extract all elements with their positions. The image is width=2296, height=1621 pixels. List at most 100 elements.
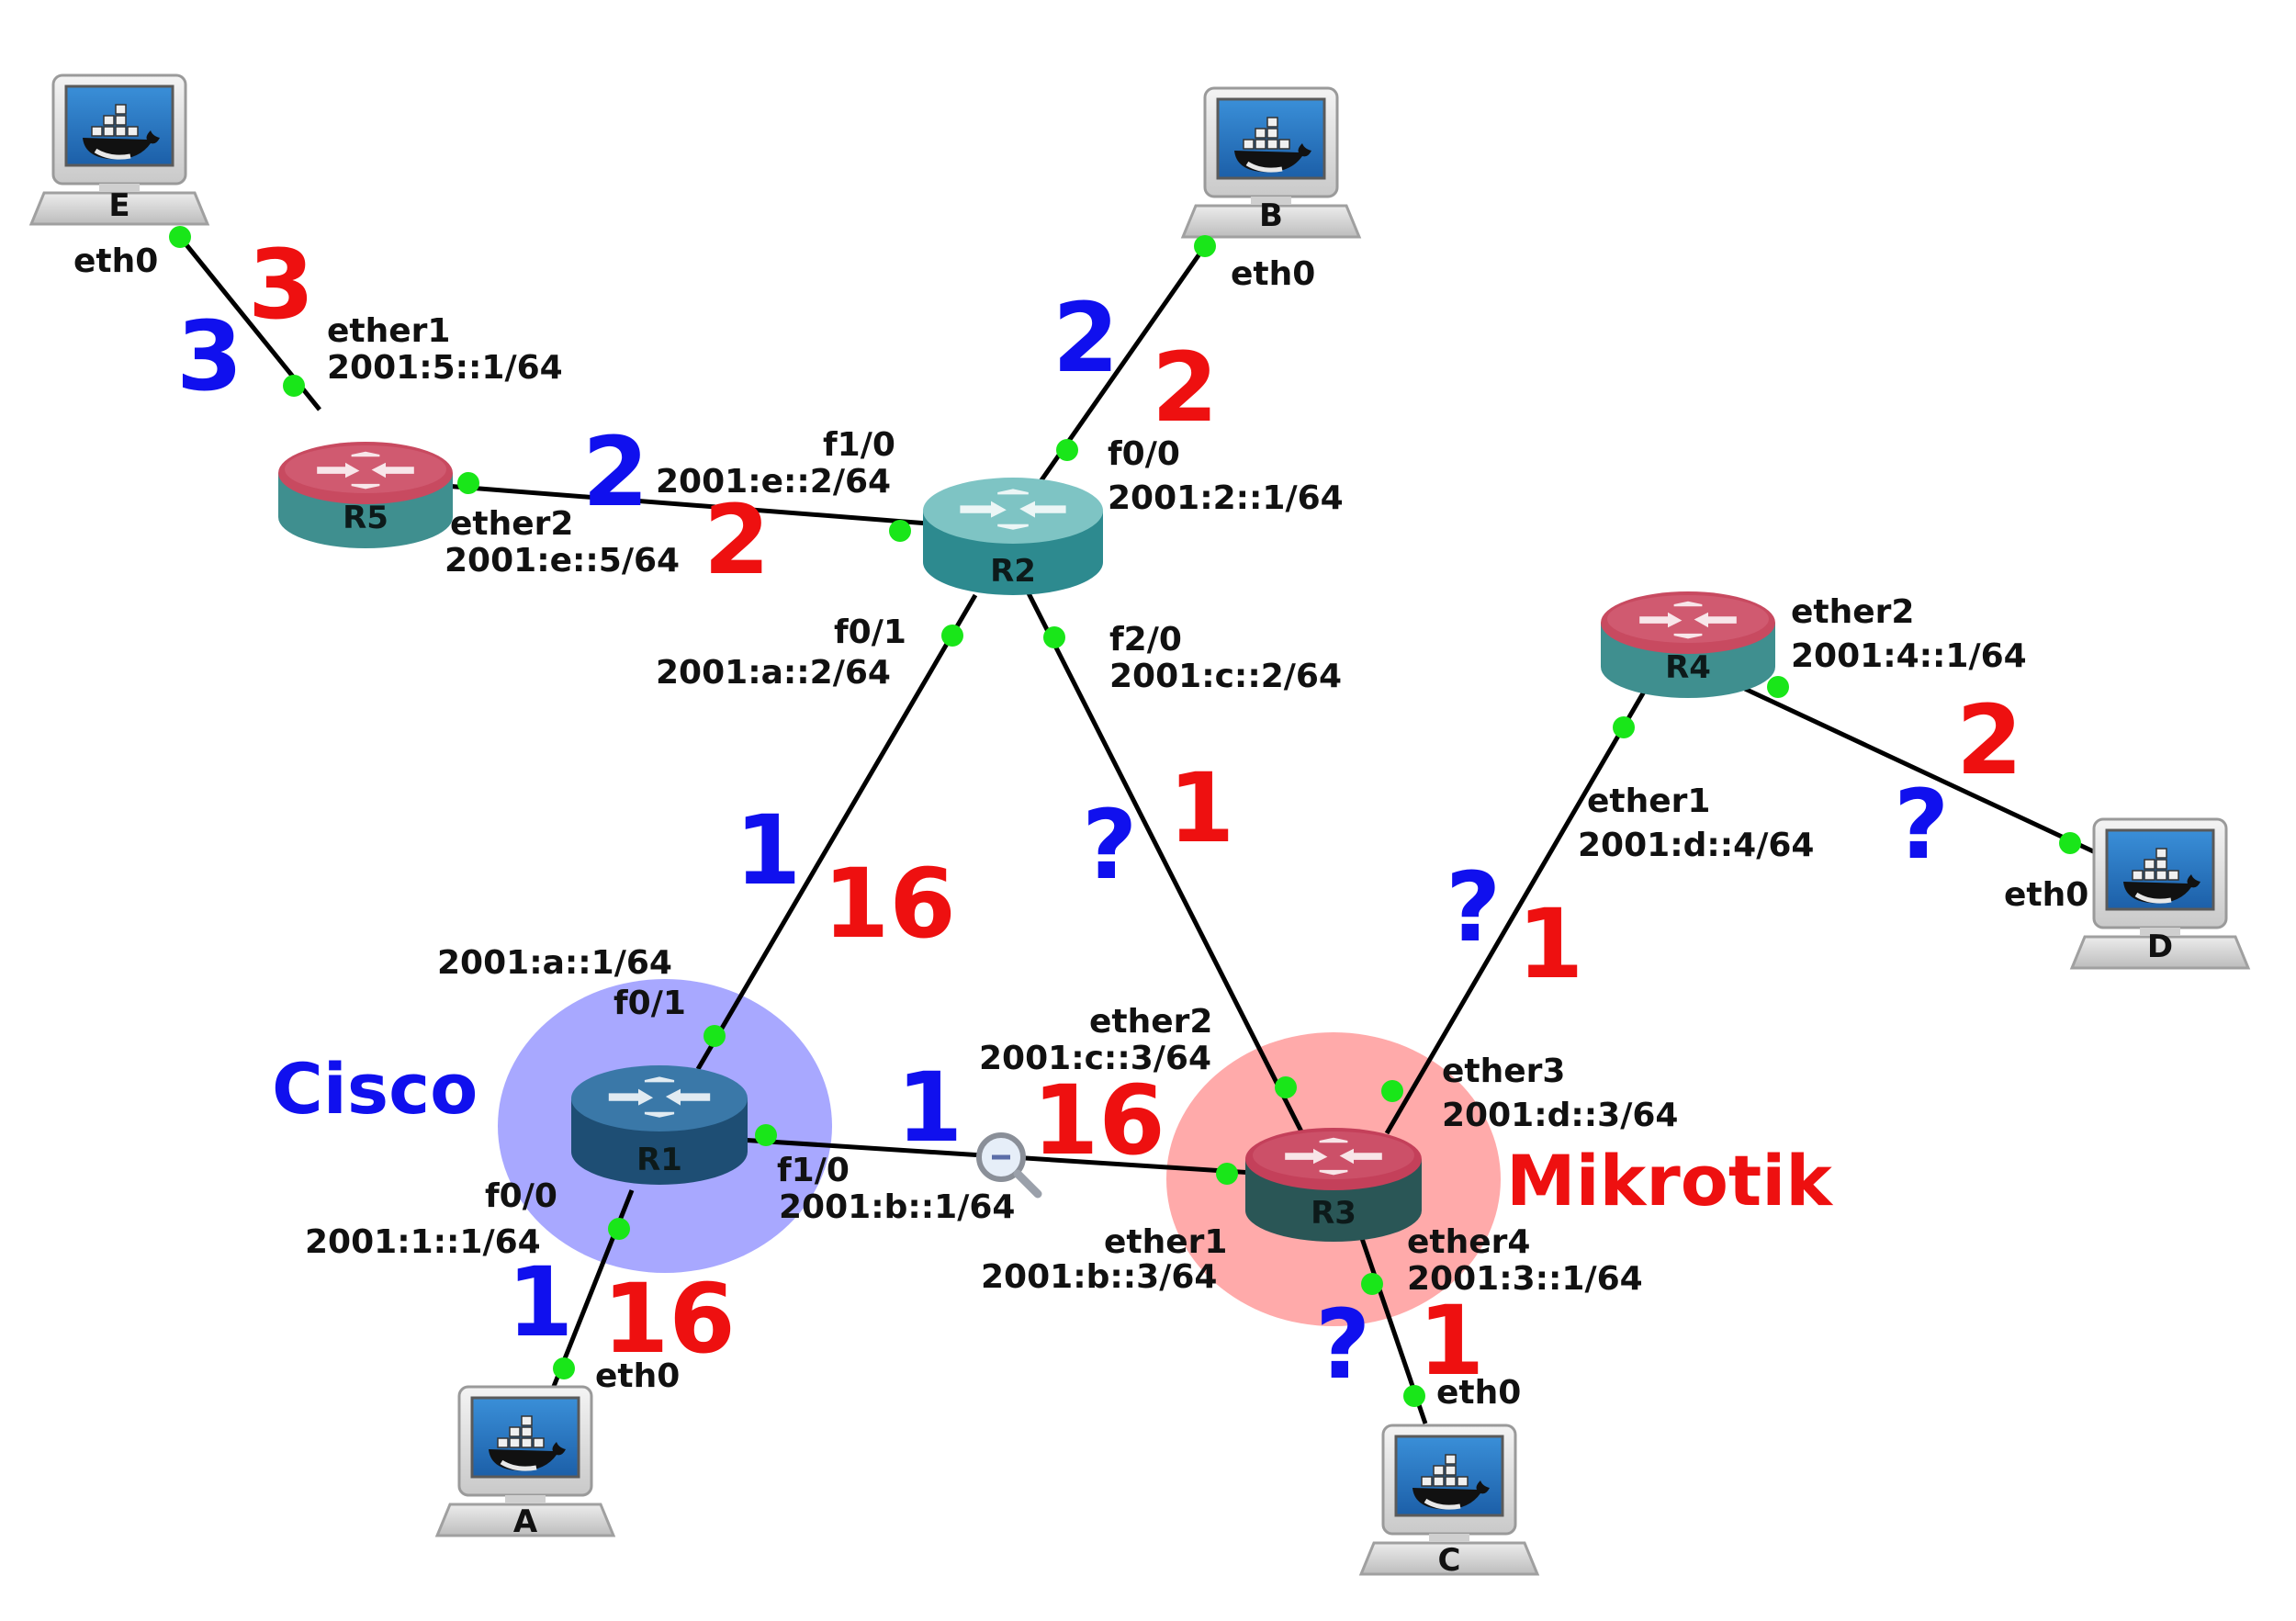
- metric-r3-c-blue: ?: [1315, 1289, 1370, 1401]
- router-r3[interactable]: R3: [1245, 1128, 1422, 1242]
- r4-ether1-name: ether1: [1587, 782, 1710, 820]
- router-r5[interactable]: R5: [278, 442, 453, 548]
- r3-ether2-name: ether2: [1089, 1003, 1212, 1041]
- router-r2-icon: [923, 478, 1103, 595]
- c-eth0-label: eth0: [1436, 1374, 1521, 1412]
- port-dot[interactable]: [457, 472, 479, 494]
- r2-f1-0-ip: 2001:e::2/64: [656, 463, 891, 501]
- metric-r3-r4-blue: ?: [1446, 851, 1501, 963]
- router-r4-label: R4: [1665, 649, 1711, 686]
- port-dot[interactable]: [941, 625, 963, 647]
- port-dot[interactable]: [283, 375, 305, 397]
- a-eth0-label: eth0: [595, 1357, 680, 1395]
- router-r2[interactable]: R2: [923, 478, 1103, 595]
- link-r4-r3: [1384, 674, 1656, 1135]
- port-dot[interactable]: [1275, 1076, 1297, 1098]
- r1-f0-1-name: f0/1: [613, 985, 686, 1022]
- metric-r1-r3-blue: 1: [896, 1052, 962, 1164]
- metric-r4-d-blue: ?: [1894, 769, 1949, 881]
- metric-r1-a-red: 16: [602, 1263, 736, 1375]
- metric-r3-r4-red: 1: [1517, 888, 1583, 1000]
- router-r3-icon: [1245, 1128, 1422, 1242]
- router-r1[interactable]: R1: [571, 1065, 748, 1185]
- port-dot[interactable]: [889, 520, 911, 542]
- interface-labels: eth0 ether1 2001:5::1/64 ether2 2001:e::…: [73, 242, 2088, 1412]
- r4-ether1-ip: 2001:d::4/64: [1578, 827, 1814, 864]
- r3-ether3-ip: 2001:d::3/64: [1442, 1097, 1678, 1134]
- host-c-label: C: [1438, 1542, 1461, 1579]
- port-dot[interactable]: [755, 1124, 777, 1146]
- link-r5-r2: [385, 478, 952, 528]
- links: [178, 235, 2105, 1424]
- r2-f0-0-name: f0/0: [1108, 435, 1180, 473]
- link-r2-b: [1015, 244, 1208, 516]
- port-dot[interactable]: [703, 1025, 726, 1047]
- port-dot[interactable]: [1767, 676, 1789, 698]
- host-b[interactable]: B: [1183, 88, 1359, 237]
- metric-r1-r3-red: 16: [1032, 1064, 1165, 1176]
- r2-f2-0-name: f2/0: [1109, 621, 1182, 659]
- port-dot[interactable]: [1361, 1273, 1383, 1295]
- port-dot[interactable]: [169, 226, 191, 248]
- router-r4-icon: [1601, 591, 1775, 698]
- port-dot[interactable]: [1381, 1080, 1403, 1102]
- port-dots: [169, 226, 2081, 1407]
- metric-e-r5-red: 3: [248, 229, 314, 341]
- host-e[interactable]: E: [31, 75, 208, 224]
- metric-r1-r2-blue: 1: [735, 794, 801, 906]
- r4-ether2-name: ether2: [1791, 593, 1914, 631]
- metric-r2-b-blue: 2: [1052, 282, 1119, 394]
- port-dot[interactable]: [1613, 716, 1635, 738]
- r5-ether1-ip: 2001:5::1/64: [327, 349, 563, 387]
- metric-r3-c-red: 1: [1418, 1285, 1484, 1397]
- port-dot[interactable]: [1194, 235, 1216, 257]
- host-a[interactable]: A: [437, 1387, 613, 1540]
- router-r1-icon: [571, 1065, 748, 1185]
- b-eth0-label: eth0: [1231, 255, 1315, 293]
- mikrotik-zone-label: Mikrotik: [1506, 1140, 1833, 1221]
- cisco-zone-label: Cisco: [272, 1048, 478, 1130]
- r5-ether2-name: ether2: [450, 505, 573, 543]
- router-r4[interactable]: R4: [1601, 591, 1775, 698]
- port-dot[interactable]: [608, 1218, 630, 1240]
- host-c[interactable]: C: [1361, 1425, 1537, 1579]
- port-dot[interactable]: [1403, 1385, 1425, 1407]
- r3-ether4-name: ether4: [1407, 1223, 1530, 1261]
- port-dot[interactable]: [1216, 1163, 1238, 1185]
- r1-f0-0-ip: 2001:1::1/64: [305, 1223, 541, 1261]
- r1-f0-0-name: f0/0: [485, 1177, 557, 1215]
- r5-ether2-ip: 2001:e::5/64: [445, 542, 680, 580]
- metric-r1-r2-red: 16: [823, 848, 956, 960]
- r1-f0-1-ip: 2001:a::1/64: [437, 944, 672, 982]
- host-d[interactable]: D: [2072, 819, 2248, 968]
- port-dot[interactable]: [553, 1357, 575, 1379]
- d-eth0-label: eth0: [2004, 876, 2088, 914]
- r3-ether4-ip: 2001:3::1/64: [1407, 1260, 1643, 1298]
- capture-magnifier-icon[interactable]: [976, 1132, 1042, 1199]
- r3-ether3-name: ether3: [1442, 1053, 1565, 1090]
- r1-f1-0-ip: 2001:b::1/64: [779, 1188, 1015, 1226]
- port-dot[interactable]: [1056, 439, 1078, 461]
- port-dot[interactable]: [2059, 832, 2081, 854]
- host-a-label: A: [513, 1503, 538, 1540]
- link-r2-r3: [1026, 591, 1305, 1135]
- port-dot[interactable]: [1043, 626, 1065, 648]
- e-eth0-label: eth0: [73, 242, 158, 280]
- r2-f0-0-ip: 2001:2::1/64: [1108, 479, 1344, 517]
- metric-r2-r3-red: 1: [1168, 752, 1234, 864]
- metric-r2-b-red: 2: [1152, 332, 1218, 444]
- r2-f1-0-name: f1/0: [823, 426, 895, 464]
- router-r5-icon: [278, 442, 453, 548]
- r2-f0-1-ip: 2001:a::2/64: [656, 654, 891, 692]
- r1-f1-0-name: f1/0: [777, 1152, 850, 1189]
- router-r2-label: R2: [990, 553, 1036, 590]
- metric-r1-a-blue: 1: [507, 1246, 573, 1358]
- metric-labels: 3 3 2 2 2 2 2 ? ? 1 1 16 ? 1 1 16 1 16 ?…: [176, 229, 2022, 1401]
- router-r3-label: R3: [1311, 1195, 1356, 1232]
- r5-ether1-name: ether1: [327, 312, 450, 350]
- router-r5-label: R5: [343, 500, 388, 536]
- host-d-label: D: [2147, 929, 2173, 965]
- host-b-label: B: [1259, 197, 1283, 234]
- r2-f2-0-ip: 2001:c::2/64: [1109, 658, 1342, 695]
